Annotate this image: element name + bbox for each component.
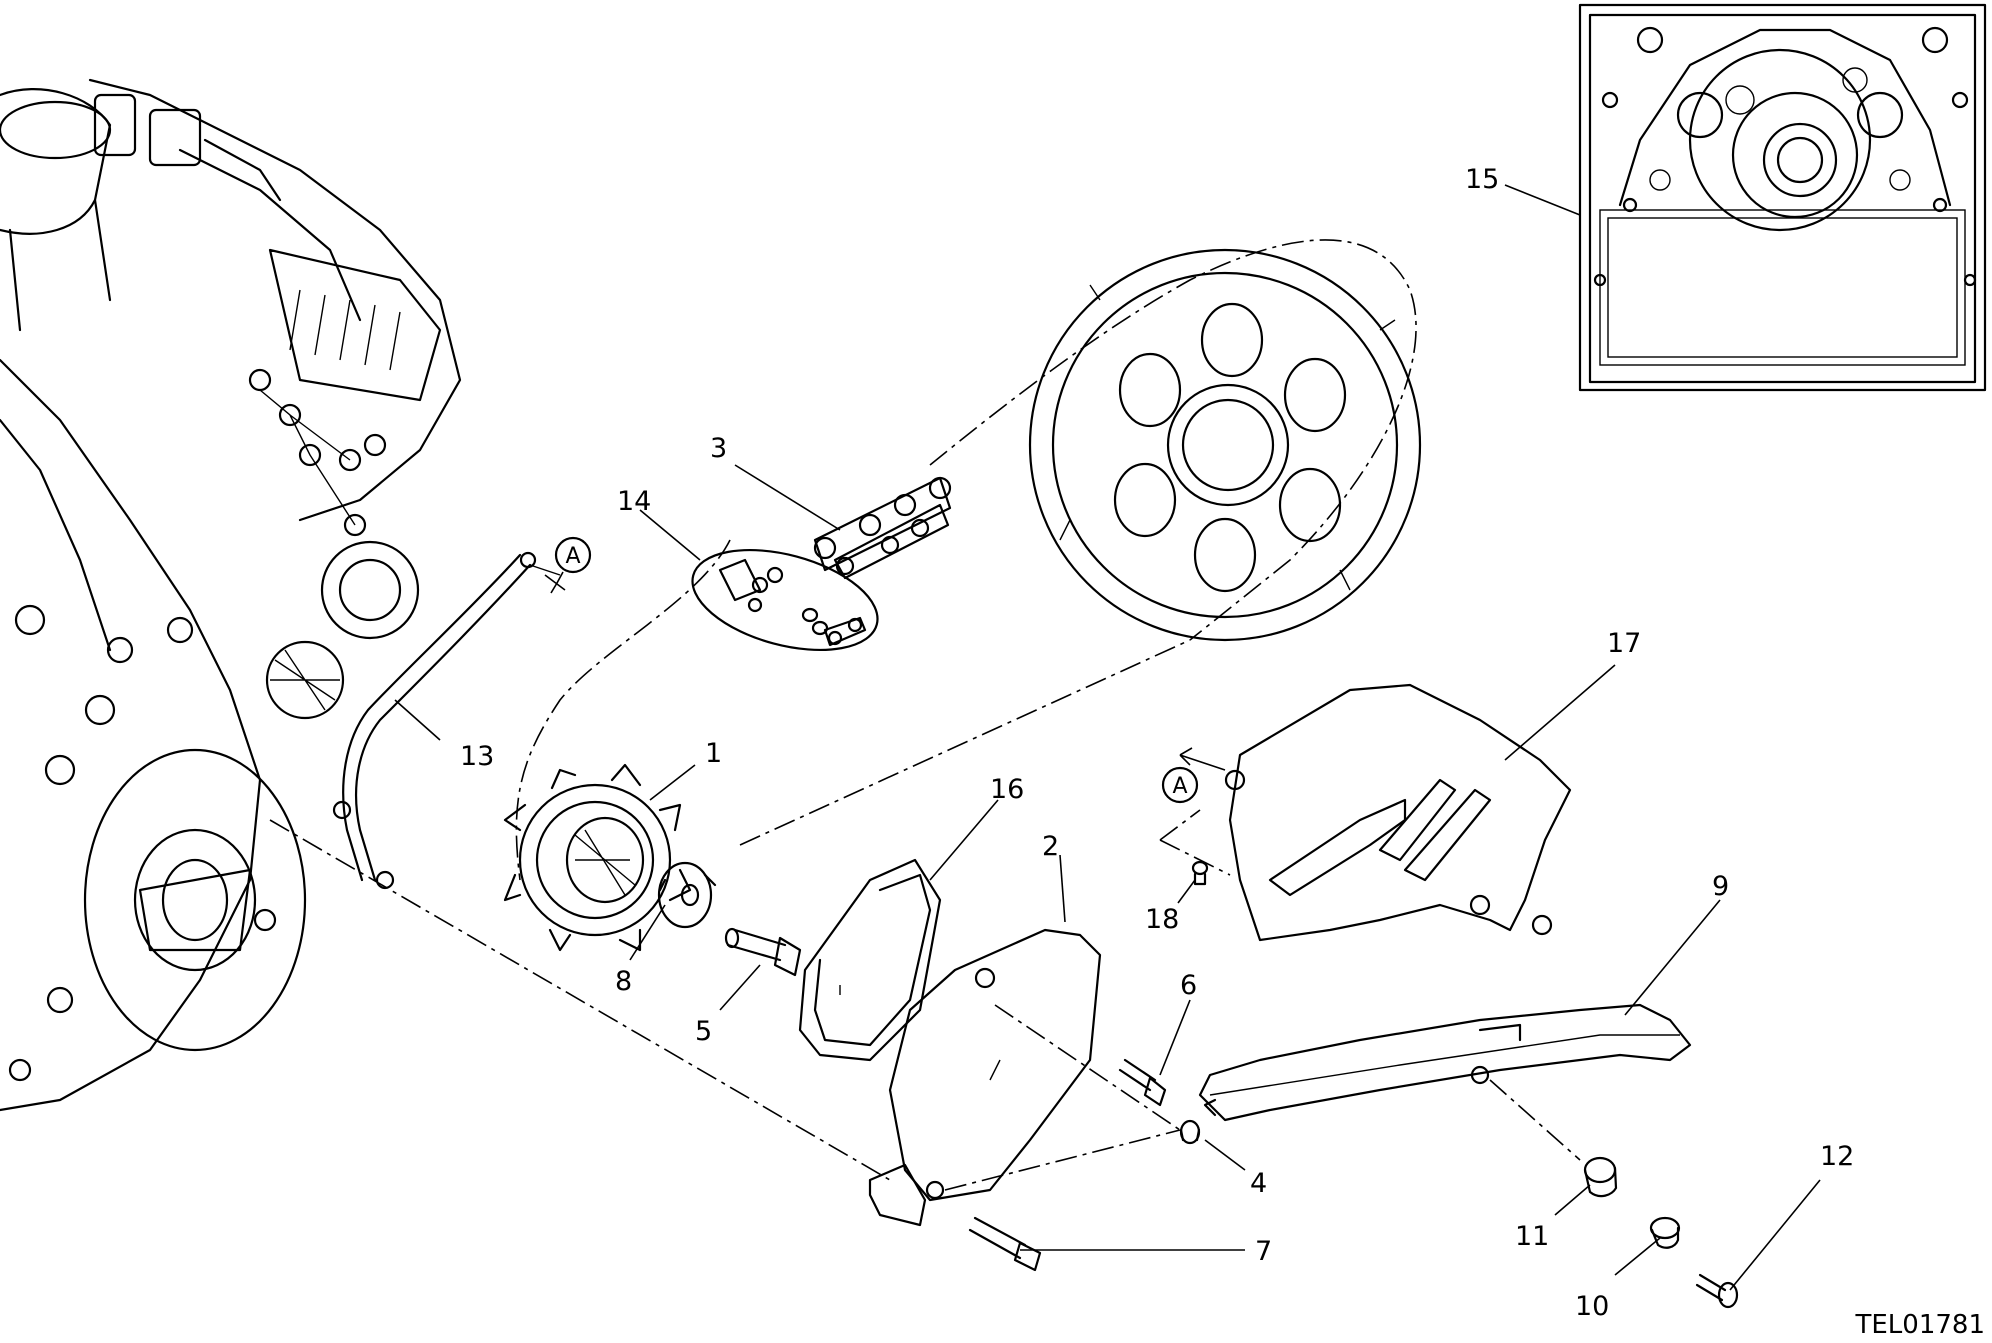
callout-9: 9 bbox=[1712, 871, 1729, 902]
callout-17: 17 bbox=[1607, 628, 1641, 659]
rear-sprocket bbox=[1028, 248, 1422, 642]
callout-13: 13 bbox=[460, 741, 494, 772]
chain-path-lines bbox=[269, 239, 1581, 1191]
callout-11: 11 bbox=[1515, 1221, 1549, 1252]
callout-18: 18 bbox=[1145, 904, 1179, 935]
part-1-front-sprocket bbox=[503, 763, 692, 952]
callout-5: 5 bbox=[695, 1016, 712, 1047]
part-14-master-link-kit bbox=[691, 548, 879, 652]
callout-6: 6 bbox=[1180, 970, 1197, 1001]
part-13-gasket bbox=[332, 551, 561, 890]
part-2-sprocket-cover bbox=[868, 928, 1102, 1227]
callout-7: 7 bbox=[1255, 1236, 1272, 1267]
part-16-inner-cover bbox=[798, 858, 942, 1062]
leader-lines bbox=[394, 184, 1821, 1291]
part-11-bushing bbox=[1583, 1156, 1618, 1198]
drawing-code: TEL01781 bbox=[1854, 1310, 1985, 1340]
part-8-washer bbox=[657, 861, 717, 929]
reference-mark-label: A bbox=[1172, 774, 1187, 799]
part-4-spacer bbox=[1179, 1119, 1201, 1145]
callout-1: 1 bbox=[705, 738, 722, 769]
callout-10: 10 bbox=[1575, 1291, 1609, 1322]
callout-14: 14 bbox=[617, 486, 651, 517]
part-17-chain-guard bbox=[1224, 683, 1572, 942]
part-10-washer bbox=[1649, 1216, 1681, 1249]
reference-mark-a-upper: A bbox=[544, 536, 592, 594]
reference-mark-a-lower: A bbox=[1161, 747, 1226, 804]
part-15-inset-plate bbox=[1578, 3, 1987, 392]
callout-3: 3 bbox=[710, 433, 727, 464]
part-7-screw bbox=[968, 1216, 1042, 1272]
part-6-screw bbox=[1118, 1058, 1167, 1107]
part-5-bolt bbox=[724, 927, 802, 977]
engine-block bbox=[0, 78, 462, 1112]
part-12-screw bbox=[1695, 1273, 1739, 1309]
callout-16: 16 bbox=[990, 774, 1024, 805]
reference-mark-label: A bbox=[565, 544, 580, 569]
part-3-chain-links bbox=[813, 476, 952, 580]
callout-2: 2 bbox=[1042, 831, 1059, 862]
callout-15: 15 bbox=[1465, 164, 1499, 195]
part-9-chain-slider bbox=[1198, 1003, 1692, 1122]
callout-labels: 1 2 3 4 5 6 7 8 9 10 11 12 13 14 15 16 1… bbox=[460, 164, 1854, 1322]
callout-4: 4 bbox=[1250, 1168, 1267, 1199]
callout-8: 8 bbox=[615, 966, 632, 997]
callout-12: 12 bbox=[1820, 1141, 1854, 1172]
part-18-screw bbox=[1191, 860, 1209, 886]
